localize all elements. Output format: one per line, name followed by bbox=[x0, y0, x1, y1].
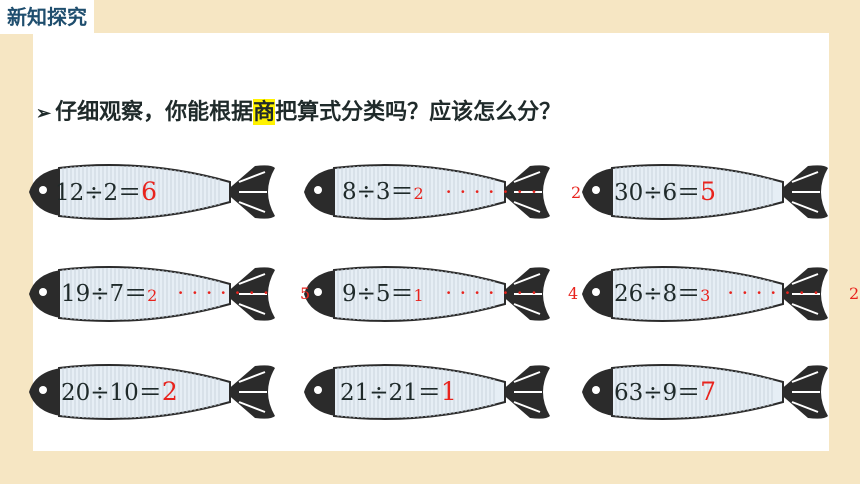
quotient: 2 bbox=[161, 377, 178, 406]
fish-card: 20÷10＝2 bbox=[25, 360, 275, 424]
fish-icon bbox=[582, 364, 828, 420]
fish-icon bbox=[29, 364, 275, 420]
quotient: 3 bbox=[700, 286, 711, 305]
remainder-dots: ······· bbox=[728, 284, 828, 302]
division-equation: 21÷21＝1 bbox=[340, 370, 457, 414]
quotient: 2 bbox=[147, 286, 158, 305]
quotient: 6 bbox=[141, 177, 158, 206]
equation-text: 21÷21＝ bbox=[340, 380, 441, 406]
fish-card: 26÷8＝3 bbox=[578, 262, 828, 326]
quotient: 7 bbox=[700, 377, 717, 406]
arrow-bullet-icon: ➢ bbox=[36, 103, 52, 124]
fish-icon bbox=[29, 266, 275, 322]
fish-icon bbox=[582, 266, 828, 322]
equation-text: 20÷10＝ bbox=[61, 380, 162, 406]
fish-icon bbox=[29, 164, 275, 220]
question-prompt: ➢仔细观察，你能根据商把算式分类吗？应该怎么分？ bbox=[36, 96, 561, 130]
division-equation: 12÷2＝6 bbox=[55, 170, 157, 214]
fish-card: 9÷5＝1 bbox=[300, 262, 550, 326]
fish-icon bbox=[582, 164, 828, 220]
remainder: 4 bbox=[568, 284, 579, 303]
fish-icon bbox=[304, 364, 550, 420]
remainder-dots: ······· bbox=[178, 284, 278, 302]
division-equation: 19÷7＝2 bbox=[61, 272, 157, 316]
fish-card: 30÷6＝5 bbox=[578, 160, 828, 224]
division-equation: 20÷10＝2 bbox=[61, 370, 178, 414]
fish-card: 12÷2＝6 bbox=[25, 160, 275, 224]
division-equation: 30÷6＝5 bbox=[614, 170, 716, 214]
section-tag: 新知探究 bbox=[0, 0, 94, 34]
equation-text: 19÷7＝ bbox=[61, 281, 148, 307]
equation-text: 30÷6＝ bbox=[614, 180, 701, 206]
fish-card: 19÷7＝2 bbox=[25, 262, 275, 326]
fish-card: 8÷3＝2 bbox=[300, 160, 550, 224]
quotient: 5 bbox=[700, 177, 717, 206]
division-equation: 26÷8＝3 bbox=[614, 272, 710, 316]
fish-icon bbox=[304, 266, 550, 322]
remainder: 5 bbox=[300, 284, 311, 303]
fish-card: 63÷9＝7 bbox=[578, 360, 828, 424]
quotient: 2 bbox=[413, 184, 424, 203]
remainder: 2 bbox=[849, 284, 860, 303]
quotient: 1 bbox=[440, 377, 457, 406]
equation-text: 63÷9＝ bbox=[614, 380, 701, 406]
fish-icon bbox=[304, 164, 550, 220]
division-equation: 8÷3＝2 bbox=[342, 170, 424, 214]
equation-text: 9÷5＝ bbox=[342, 281, 414, 307]
remainder-dots: ······· bbox=[446, 284, 546, 302]
equation-text: 26÷8＝ bbox=[614, 281, 701, 307]
remainder: 2 bbox=[571, 183, 582, 202]
division-equation: 63÷9＝7 bbox=[614, 370, 716, 414]
prompt-text-before: 仔细观察，你能根据 bbox=[55, 99, 254, 125]
remainder-dots: ······· bbox=[446, 183, 546, 201]
fish-card: 21÷21＝1 bbox=[300, 360, 550, 424]
equation-text: 8÷3＝ bbox=[342, 179, 414, 205]
equation-text: 12÷2＝ bbox=[55, 180, 142, 206]
prompt-highlight: 商 bbox=[253, 99, 276, 125]
prompt-text-after: 把算式分类吗？应该怎么分？ bbox=[275, 99, 562, 125]
quotient: 1 bbox=[413, 286, 424, 305]
division-equation: 9÷5＝1 bbox=[342, 272, 424, 316]
